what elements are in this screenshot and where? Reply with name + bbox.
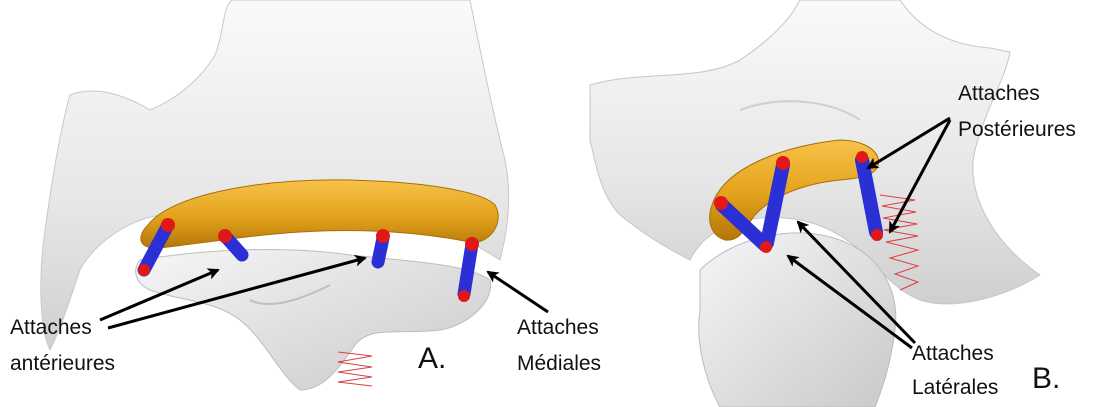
label-lateral-line2: Latérales <box>912 374 998 401</box>
label-posterior-line1: Attaches <box>958 80 1040 107</box>
panel-b-letter: B. <box>1032 362 1060 396</box>
arrow-medial <box>488 272 548 312</box>
label-lateral-line1: Attaches <box>912 340 994 367</box>
panel-a-letter: A. <box>418 342 446 376</box>
label-medial-line2: Médiales <box>517 350 601 377</box>
label-anterior-line1: Attaches <box>10 314 92 341</box>
label-posterior-line2: Postérieures <box>958 116 1076 143</box>
label-medial-line1: Attaches <box>517 314 599 341</box>
panel-a-attachment-medial-1 <box>376 229 390 262</box>
label-anterior-line2: antérieures <box>10 350 115 377</box>
